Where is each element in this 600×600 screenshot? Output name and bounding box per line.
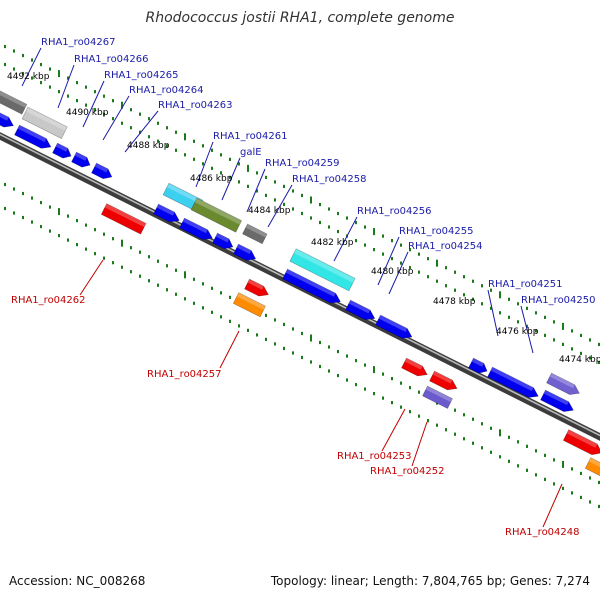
scale-label-4476: 4476 kbp [496, 327, 539, 337]
gene-label-ro04252[interactable]: RHA1_ro04252 [370, 466, 445, 477]
gene-label-ro04262[interactable]: RHA1_ro04262 [11, 295, 86, 306]
gene-ro04257-block[interactable] [232, 292, 266, 318]
gene-label-ro04253[interactable]: RHA1_ro04253 [337, 451, 412, 462]
gene-label-ro04259[interactable]: RHA1_ro04259 [265, 158, 340, 169]
gene-label-ro04256[interactable]: RHA1_ro04256 [357, 206, 432, 217]
gene-block-ro04266[interactable] [21, 106, 68, 139]
callout-line [267, 184, 293, 228]
scale-label-4482: 4482 kbp [311, 238, 354, 248]
gene-label-ro04267[interactable]: RHA1_ro04267 [41, 37, 116, 48]
gene-label-ro04257[interactable]: RHA1_ro04257 [147, 369, 222, 380]
callout-line [79, 259, 104, 296]
gene-ro04257a-arrow[interactable] [244, 278, 271, 300]
gene-ro04253-arrow[interactable] [401, 357, 430, 379]
gene-label-ro04258[interactable]: RHA1_ro04258 [292, 174, 367, 185]
callout-line [388, 251, 409, 295]
scale-label-4484: 4484 kbp [248, 206, 291, 216]
gene-ro04259-arrow[interactable] [212, 232, 236, 252]
gene-ro04264-arrow[interactable] [71, 151, 93, 170]
gene-ro04250-arrow[interactable] [487, 366, 541, 401]
accession-text: Accession: NC_008268 [9, 574, 145, 588]
scale-labels: 4492 kbp 4490 kbp 4488 kbp 4486 kbp 4484… [7, 72, 600, 365]
gene-label-ro04254[interactable]: RHA1_ro04254 [408, 241, 483, 252]
gene-ro04252-block[interactable] [422, 385, 453, 409]
gene-ro04247-block[interactable] [584, 457, 600, 478]
gene-label-ro04263[interactable]: RHA1_ro04263 [158, 100, 233, 111]
gene-ro04255-arrow[interactable] [345, 299, 378, 323]
callout-line [411, 421, 428, 467]
gene-ro04248-arrow[interactable] [562, 429, 600, 459]
callout-line [487, 289, 499, 337]
gene-ro04265-arrow[interactable] [52, 142, 74, 161]
gene-ro04256-arrow[interactable] [282, 268, 343, 307]
gene-ro04267-arrow[interactable] [0, 109, 16, 131]
gene-label-ro04251[interactable]: RHA1_ro04251 [488, 279, 563, 290]
callout-line [246, 168, 266, 213]
forward-gene-labels: RHA1_ro04267 RHA1_ro04266 RHA1_ro04265 R… [41, 37, 596, 306]
gene-label-ro04250[interactable]: RHA1_ro04250 [521, 295, 596, 306]
scale-label-4492: 4492 kbp [7, 72, 50, 82]
gene-label-ro04265[interactable]: RHA1_ro04265 [104, 70, 179, 81]
gene-label-ro04266[interactable]: RHA1_ro04266 [74, 54, 149, 65]
gene-features [0, 88, 600, 478]
callout-line [221, 157, 241, 201]
gene-block-ro04267[interactable] [0, 88, 28, 115]
label-callouts [21, 47, 563, 528]
callout-line [57, 64, 75, 109]
gene-ro04261-arrow[interactable] [153, 203, 182, 225]
gene-label-ro04264[interactable]: RHA1_ro04264 [129, 85, 204, 96]
gene-label-ro04248[interactable]: RHA1_ro04248 [505, 527, 580, 538]
gene-block-ro04259[interactable] [242, 223, 268, 245]
reverse-gene-labels: RHA1_ro04262 RHA1_ro04257 RHA1_ro04253 R… [11, 295, 580, 538]
gene-ro04249-arrow[interactable] [546, 372, 582, 398]
callout-line [381, 408, 406, 452]
gene-label-ro04255[interactable]: RHA1_ro04255 [399, 226, 474, 237]
callout-line [21, 47, 42, 87]
scale-label-4488: 4488 kbp [127, 141, 170, 151]
callout-line [377, 236, 400, 286]
gene-ro04254-arrow[interactable] [375, 314, 415, 342]
callout-line [102, 95, 130, 141]
genome-summary-text: Topology: linear; Length: 7,804,765 bp; … [270, 574, 590, 588]
gene-ro04251-arrow[interactable] [468, 357, 490, 376]
gene-label-galE[interactable]: galE [240, 147, 262, 158]
scale-label-4480: 4480 kbp [371, 267, 414, 277]
gene-ro04258-arrow[interactable] [233, 243, 259, 264]
callout-line [542, 483, 563, 528]
gene-ro04262-arrow[interactable] [100, 203, 147, 235]
callout-line [333, 216, 358, 262]
gene-label-ro04261[interactable]: RHA1_ro04261 [213, 131, 288, 142]
gene-block-galE[interactable] [190, 197, 243, 233]
gene-galE-arrow[interactable] [179, 217, 215, 243]
scale-label-4478: 4478 kbp [433, 297, 476, 307]
gene-ro04249b-arrow[interactable] [540, 389, 576, 415]
scale-label-4474: 4474 kbp [559, 355, 600, 365]
callout-line [82, 80, 105, 128]
gene-ro04263-arrow[interactable] [91, 162, 115, 182]
callout-line [520, 305, 534, 354]
gene-ro04266-arrow[interactable] [14, 124, 54, 152]
kbp-tick-rows [4, 44, 600, 509]
callout-line [124, 110, 159, 153]
callout-line [195, 141, 214, 188]
gene-block-ro04256[interactable] [289, 248, 356, 292]
gene-ro04253b-arrow[interactable] [429, 370, 460, 393]
map-title: Rhodococcus jostii RHA1, complete genome [145, 10, 454, 26]
scale-label-4490: 4490 kbp [66, 108, 109, 118]
callout-line [219, 330, 240, 369]
scale-label-4486: 4486 kbp [190, 174, 233, 184]
